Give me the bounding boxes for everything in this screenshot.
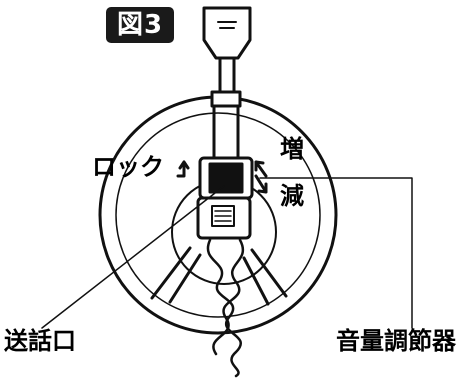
handle-top: [202, 6, 252, 60]
figure-badge: 図3: [106, 7, 174, 43]
volume-down-label: 減: [280, 182, 304, 210]
leader-volume: [259, 177, 413, 329]
mouthpiece-label: 送話口: [4, 327, 76, 355]
volume-control-label: 音量調節器: [336, 327, 456, 355]
volume-down-arrow: [254, 174, 268, 194]
lock-label: ロック: [92, 153, 164, 181]
volume-up-arrow: [254, 160, 268, 178]
cord-upper: [218, 56, 236, 94]
mic-lower: [196, 196, 252, 240]
lock-arrow: [176, 160, 190, 178]
coiled-cord: [206, 238, 242, 378]
mic-grille-dark: [208, 162, 244, 194]
volume-up-label: 増: [280, 135, 304, 163]
stand-right: [242, 248, 288, 306]
horn-inner: [115, 112, 321, 318]
mouthpiece-grille: [211, 205, 235, 227]
leader-mouthpiece: [41, 185, 225, 329]
cord-clip: [210, 90, 242, 108]
stand-left: [150, 246, 202, 304]
